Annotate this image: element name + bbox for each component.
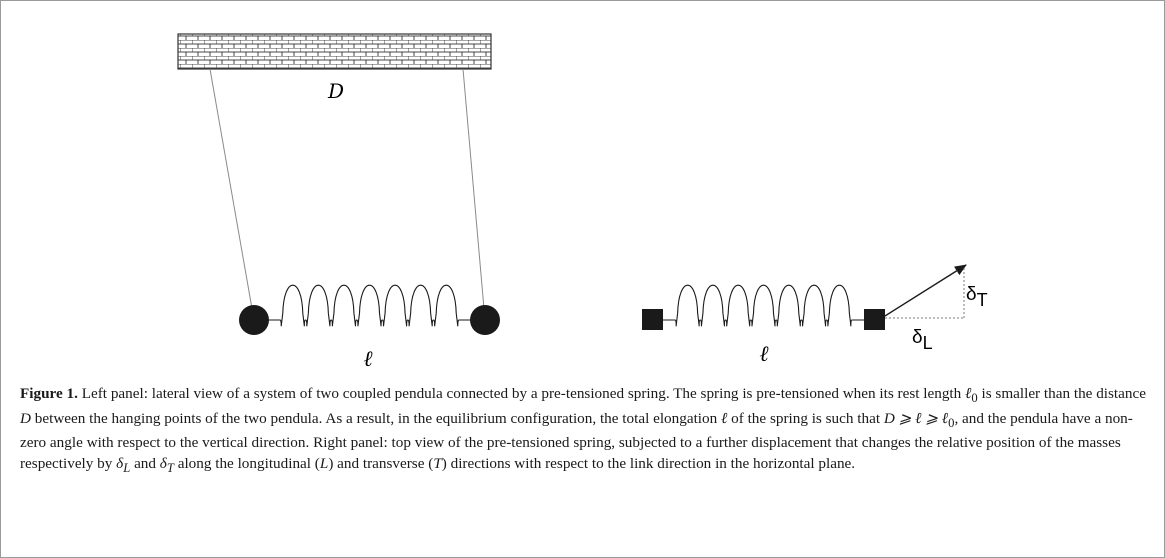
wall-distance-label: D (327, 79, 344, 103)
figure-caption: Figure 1. Left panel: lateral view of a … (20, 385, 1146, 475)
ceiling-wall (177, 33, 492, 70)
left-panel: D ℓ (177, 33, 500, 372)
left-pendulum-string (209, 68, 255, 321)
right-spring-length-label: ℓ (759, 342, 769, 367)
right-spring (663, 284, 864, 327)
delta-l-label: δL (912, 327, 933, 353)
delta-t-label: δT (966, 284, 988, 310)
left-mass-block (642, 309, 663, 330)
figure-label: Figure 1. (20, 385, 78, 402)
figure-illustration: D ℓ δT δL ℓ (177, 33, 988, 372)
right-mass-block (864, 309, 885, 330)
displacement-arrow (884, 264, 967, 317)
left-pendulum-mass (239, 305, 269, 335)
left-spring-length-label: ℓ (363, 347, 373, 372)
right-pendulum-mass (470, 305, 500, 335)
right-panel: δT δL ℓ (642, 264, 988, 367)
right-pendulum-string (462, 68, 486, 321)
left-spring (268, 284, 471, 327)
